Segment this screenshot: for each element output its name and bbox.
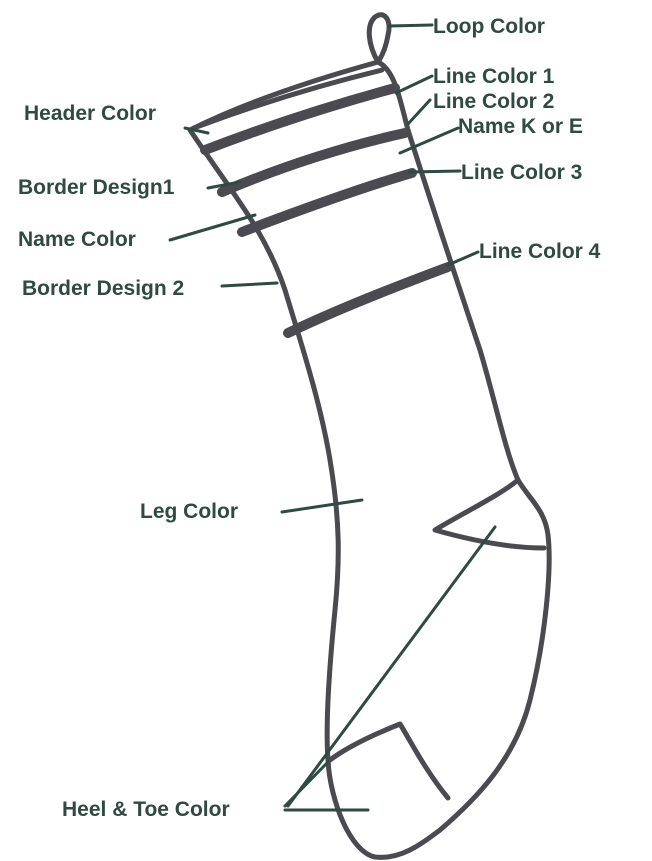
- leader-toe: [285, 762, 328, 806]
- leader-line-color-1: [396, 76, 432, 93]
- label-heel-toe-color: Heel & Toe Color: [62, 798, 230, 821]
- leader-loop-color: [389, 25, 432, 26]
- leader-heel: [288, 527, 495, 806]
- label-name-color: Name Color: [18, 228, 136, 251]
- line-4-band: [288, 267, 448, 333]
- label-leg-color: Leg Color: [140, 500, 238, 523]
- leader-line-color-3: [410, 171, 460, 172]
- label-line-color-2: Line Color 2: [433, 90, 554, 113]
- label-loop-color: Loop Color: [433, 15, 545, 38]
- leader-line-color-4: [448, 252, 478, 265]
- label-border-design-1: Border Design1: [18, 176, 175, 199]
- label-header-color: Header Color: [24, 102, 156, 125]
- label-border-design-2: Border Design 2: [22, 277, 184, 300]
- toe-patch: [330, 724, 448, 798]
- label-line-color-4: Line Color 4: [479, 240, 601, 263]
- label-name-k-or-e: Name K or E: [458, 115, 583, 138]
- label-line-color-1: Line Color 1: [433, 65, 555, 88]
- line-3-band: [242, 173, 412, 232]
- label-line-color-3: Line Color 3: [461, 161, 582, 184]
- leader-leg-color: [282, 500, 362, 512]
- leader-border-design-2: [222, 283, 277, 286]
- leader-line-color-2: [408, 100, 430, 124]
- stocking-loop: [369, 15, 389, 62]
